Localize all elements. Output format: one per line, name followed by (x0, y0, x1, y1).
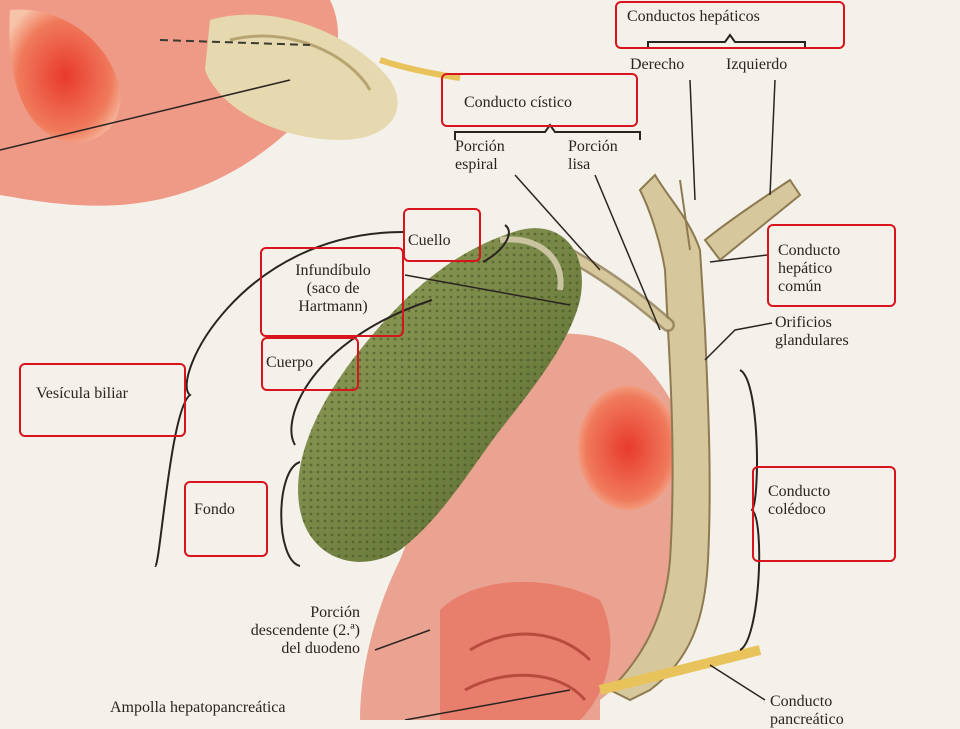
label-infundibulo: Infundíbulo (saco de Hartmann) (295, 262, 371, 315)
highlight-cuerpo (261, 337, 359, 391)
label-conducto-cistico: Conducto cístico (464, 94, 572, 111)
label-conductos-hepaticos: Conductos hepáticos (627, 8, 760, 25)
label-conducto-hepatico-comun: Conducto hepático común (778, 242, 841, 295)
label-porcion-espiral: Porción espiral (455, 138, 505, 173)
highlight-vesicula-biliar (19, 363, 186, 437)
gallbladder (298, 228, 582, 562)
highlight-conductos-hepaticos (615, 1, 845, 49)
bile-ducts (553, 173, 802, 702)
label-cuello: Cuello (408, 232, 451, 249)
leader-lines (0, 79, 776, 720)
label-porcion-lisa: Porción lisa (568, 138, 618, 173)
label-fondo: Fondo (194, 501, 235, 518)
label-porcion-descendente: Porción descendente (2.ª) del duodeno (250, 604, 360, 657)
highlight-conducto-hepatico-comun (767, 224, 896, 307)
label-conducto-pancreatico: Conducto pancreático (770, 693, 844, 728)
label-orificios-glandulares: Orificios glandulares (775, 314, 849, 349)
label-ampolla: Ampolla hepatopancreática (110, 699, 286, 716)
highlight-fondo (184, 481, 268, 557)
highlight-conducto-cistico (441, 73, 638, 127)
label-vesicula-biliar: Vesícula biliar (36, 385, 128, 402)
highlight-conducto-coledoco (752, 466, 896, 562)
upper-tissue (0, 0, 461, 206)
label-cuerpo: Cuerpo (266, 354, 314, 371)
highlight-infundibulo (260, 247, 404, 337)
label-izquierdo: Izquierdo (726, 56, 788, 73)
highlight-cuello (403, 208, 481, 262)
label-conducto-coledoco: Conducto colédoco (768, 483, 831, 518)
label-derecho: Derecho (630, 56, 685, 73)
